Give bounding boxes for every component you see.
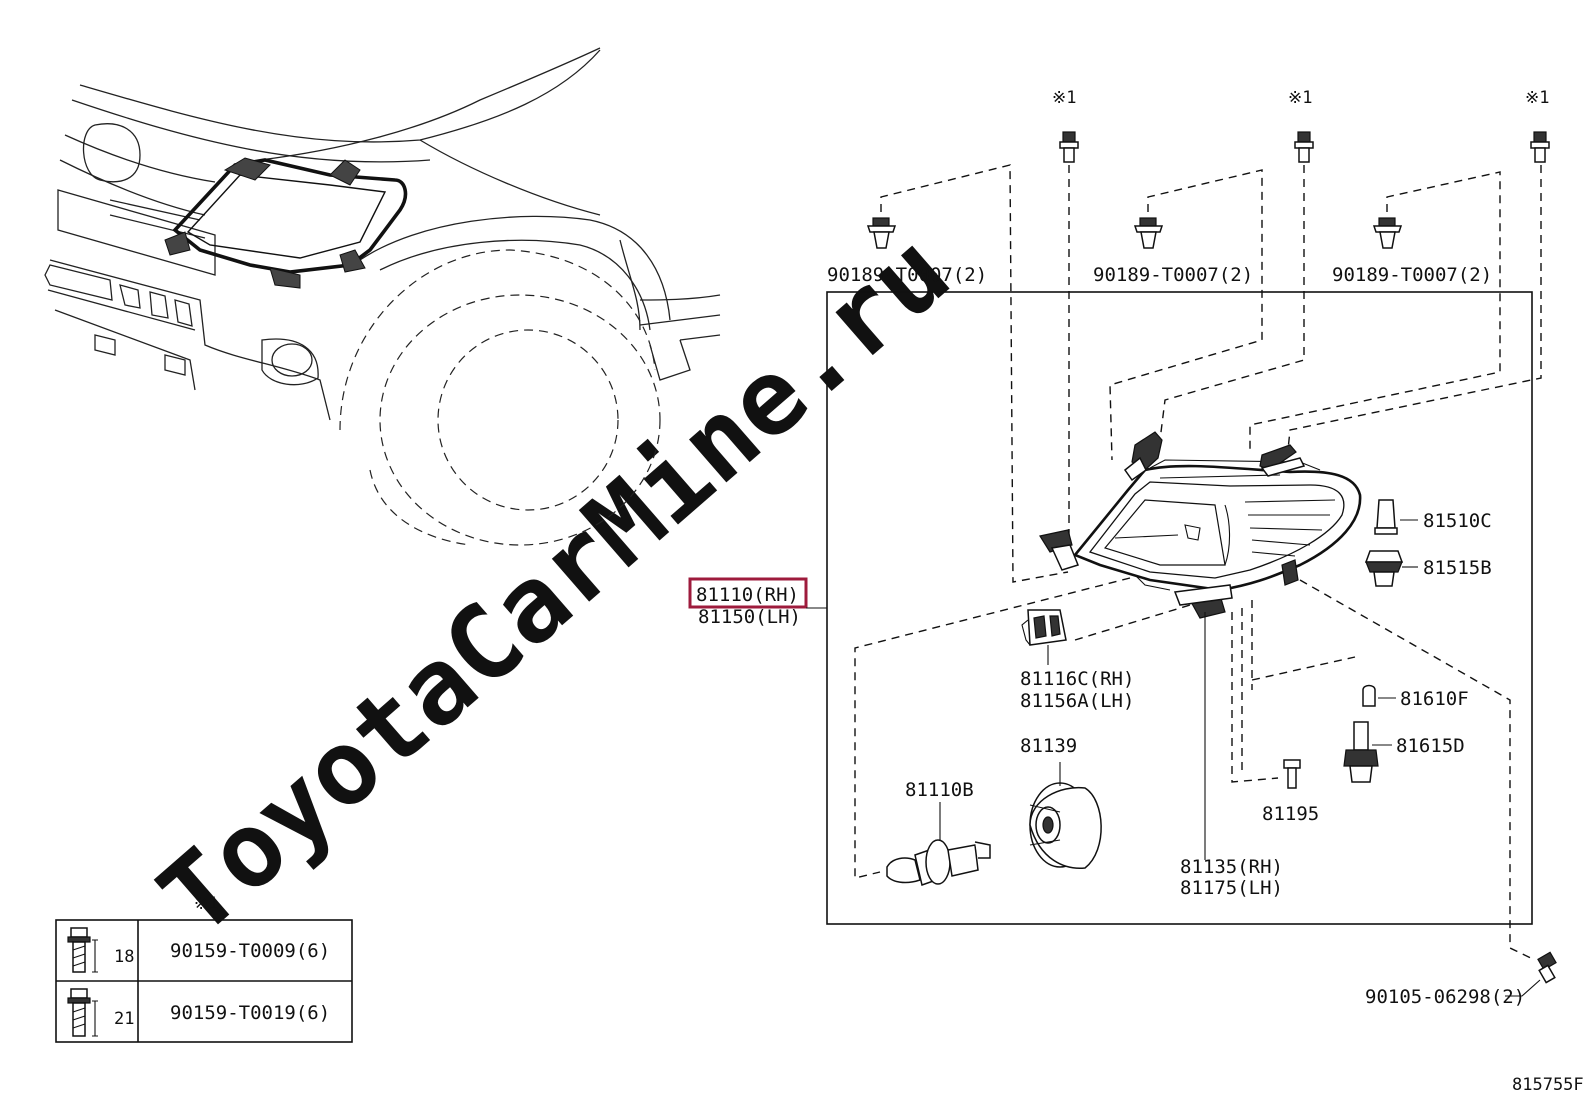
assembly-frame [826, 291, 1533, 925]
bolt-table: ※1 18 90159-T0009(6) 21 90159-T0019(6) [55, 894, 353, 1043]
footnote-mark: ※1 [1288, 88, 1312, 108]
headlamp-assembly-drawing [1039, 431, 1362, 619]
bulb-81610f-icon [1362, 684, 1376, 707]
bulb-81110b-icon [886, 839, 991, 886]
part-label-81175: 81175(LH) [1180, 877, 1283, 899]
screw-81195-icon [1283, 759, 1301, 789]
bolt-icon [1530, 131, 1550, 163]
part-label-81150-lh: 81150(LH) [698, 606, 801, 628]
leader [1505, 979, 1541, 997]
part-label-81110-rh[interactable]: 81110(RH) [696, 584, 799, 606]
bracket-81116c-icon [1021, 609, 1067, 646]
part-label-clip: 90189-T0007(2) [827, 264, 987, 286]
bolt-length: 18 [114, 947, 134, 967]
clip-group-3: ※1 90189-T0007(2) [1332, 88, 1550, 286]
part-label-90105: 90105-06298(2) [1365, 986, 1525, 1008]
footnote-mark: ※1 [194, 894, 218, 914]
bolt-length: 21 [114, 1009, 134, 1029]
part-label-81515b: 81515B [1423, 557, 1492, 579]
part-label-81135: 81135(RH) [1180, 856, 1283, 878]
cover-81139-icon [1029, 782, 1102, 869]
clip-icon [866, 217, 897, 249]
bolt-part-number: 90159-T0009(6) [170, 940, 330, 962]
diagram-code: 815755F [1512, 1075, 1584, 1095]
bolt-icon [1294, 131, 1314, 163]
selected-part-highlight [688, 577, 808, 609]
leader-lines [854, 164, 1542, 961]
watermark: ToyotaCarMine.ru [136, 210, 972, 959]
part-label-81510c: 81510C [1423, 510, 1492, 532]
footnote-mark: ※1 [1525, 88, 1549, 108]
socket-81615d-icon [1343, 721, 1379, 783]
footnote-mark: ※1 [1052, 88, 1076, 108]
bolt-icon [1059, 131, 1079, 163]
part-label-clip: 90189-T0007(2) [1093, 264, 1253, 286]
part-label-81615d: 81615D [1396, 735, 1465, 757]
part-label-81610f: 81610F [1400, 688, 1469, 710]
clip-icon [1133, 217, 1164, 249]
part-label-81195: 81195 [1262, 803, 1319, 825]
part-label-clip: 90189-T0007(2) [1332, 264, 1492, 286]
part-label-81139: 81139 [1020, 735, 1077, 757]
clip-icon [1372, 217, 1403, 249]
part-label-81110b: 81110B [905, 779, 974, 801]
bolt-icon [67, 927, 98, 973]
bolt-part-number: 90159-T0019(6) [170, 1002, 330, 1024]
bolt-icon [67, 988, 98, 1037]
part-label-81116c: 81116C(RH) [1020, 668, 1134, 690]
part-label-81156a: 81156A(LH) [1020, 690, 1134, 712]
clip-group-1: ※1 90189-T0007(2) [827, 88, 1079, 286]
socket-81515b-icon [1364, 550, 1404, 587]
bulb-81510c-icon [1374, 499, 1398, 535]
vehicle-front-illustration [44, 47, 721, 546]
bolt-90105-icon [1537, 951, 1557, 984]
clip-group-2: ※1 90189-T0007(2) [1093, 88, 1314, 286]
